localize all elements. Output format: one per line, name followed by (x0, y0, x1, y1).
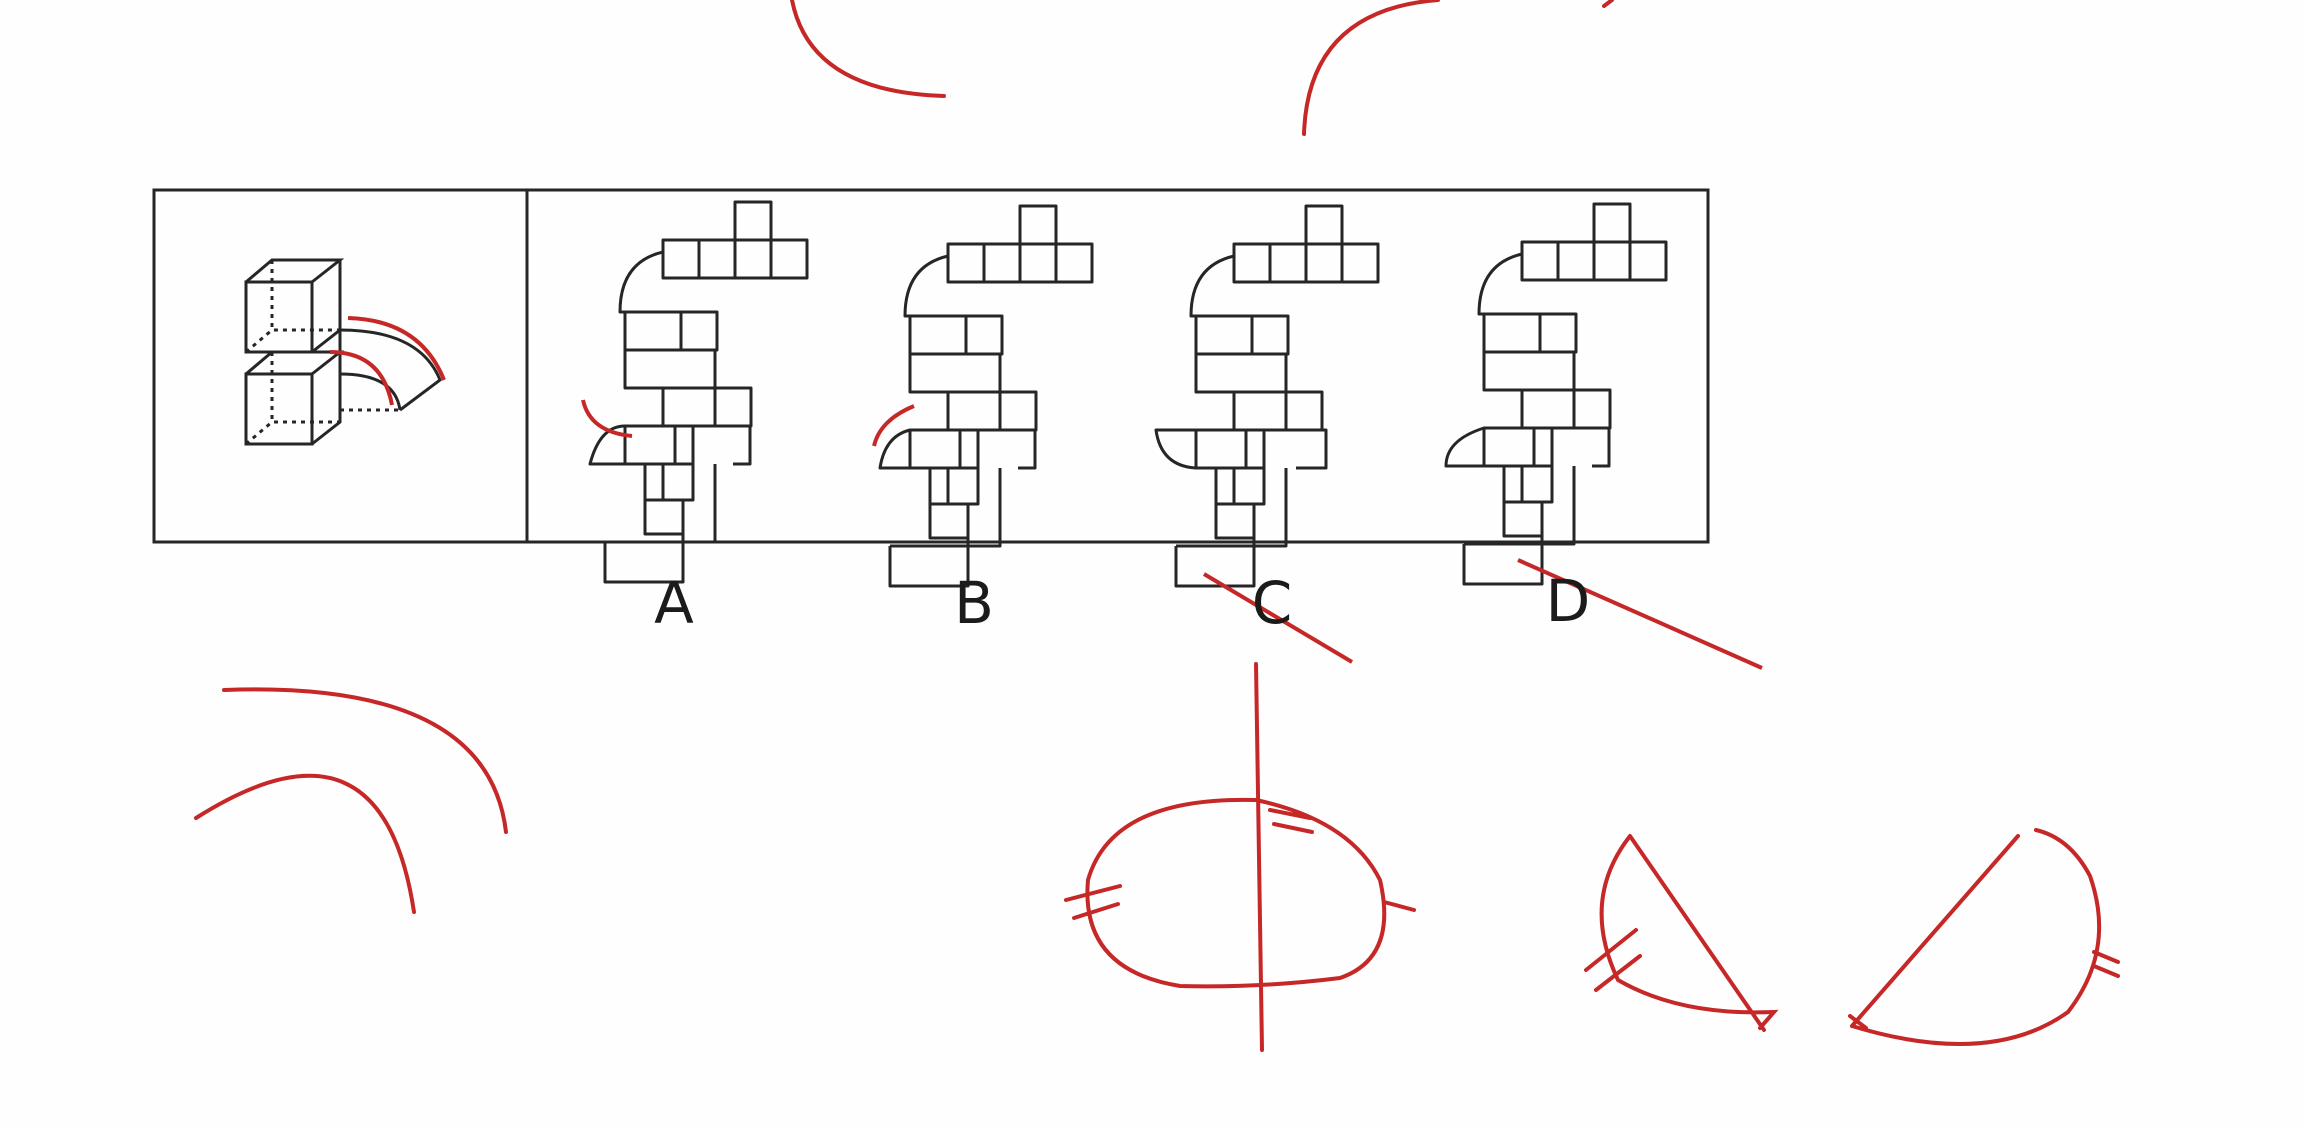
option-c-label[interactable]: C (1251, 569, 1293, 637)
option-c-net (1154, 204, 1380, 588)
option-a-label[interactable]: A (654, 569, 694, 637)
top-arc-sketch-right (1302, 0, 1614, 136)
option-d-label[interactable]: D (1545, 567, 1591, 635)
right-triangle-sketch-right (1848, 828, 2120, 1046)
option-d-cross-out (1517, 558, 1763, 670)
top-arc-sketch-left (790, 0, 946, 98)
option-b-ink-mark (872, 404, 915, 447)
puzzle-frame (152, 188, 1710, 544)
circle-section-sketch (1064, 662, 1416, 1052)
right-triangle-sketch-left (1584, 834, 1779, 1032)
reference-ink-mark (329, 316, 446, 406)
quarter-arc-sketch-inner (194, 773, 416, 914)
option-b-label[interactable]: B (954, 569, 994, 637)
option-c-cross-out (1202, 572, 1354, 664)
option-a-net (588, 200, 809, 584)
option-a-ink-mark (581, 399, 633, 438)
option-d-net (1444, 202, 1668, 586)
option-b-net (878, 204, 1094, 588)
reference-solid (244, 258, 442, 446)
quarter-arc-sketch-outer (222, 687, 508, 834)
